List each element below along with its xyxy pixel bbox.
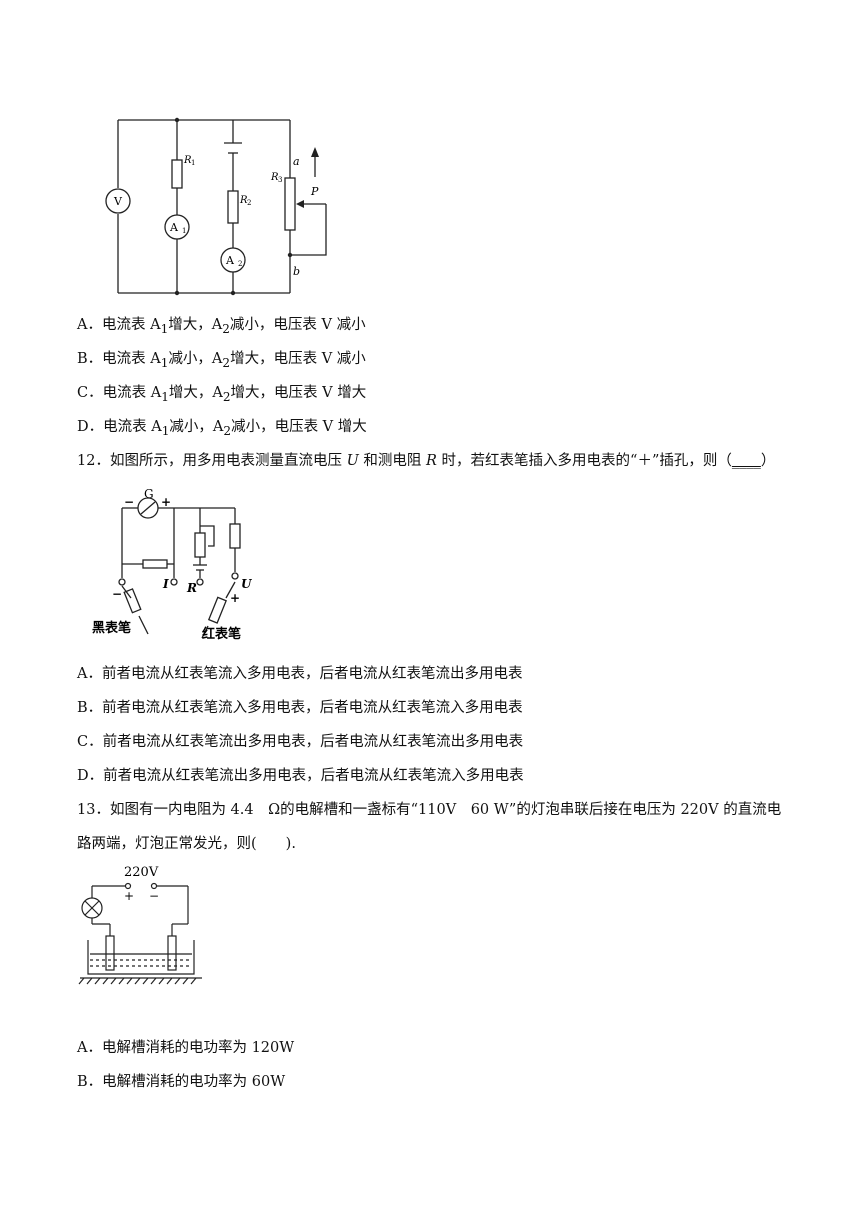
circuit-figure-1: V A 1 A 2 R 1 R 2 R 3 a b P xyxy=(105,117,327,296)
q13-option-b: B．电解槽消耗的电功率为 60W xyxy=(77,1074,286,1090)
q12-option-d: D．前者电流从红表笔流出多用电表，后者电流从红表笔流入多用电表 xyxy=(77,768,524,784)
minus-top-label: − xyxy=(124,495,134,509)
ammeter-a2-label: A xyxy=(225,254,235,267)
q11-option-d: D．电流表 A1减小，A2减小，电压表 V 增大 xyxy=(77,419,367,438)
ammeter-a2-sub: 2 xyxy=(238,260,242,268)
q12-option-a: A．前者电流从红表笔流入多用电表，后者电流从红表笔流出多用电表 xyxy=(77,666,523,682)
slider-p-label: P xyxy=(310,185,319,198)
resistance-terminal-label: R xyxy=(186,581,197,595)
voltage-terminal-label: U xyxy=(241,577,253,591)
q12-option-b: B．前者电流从红表笔流入多用电表，后者电流从红表笔流入多用电表 xyxy=(77,700,523,716)
resistor-r2-label: R xyxy=(239,195,248,206)
q13-stem-line1: 13．如图有一内电阻为 4.4 Ω的电解槽和一盏标有“110V 60 W”的灯泡… xyxy=(77,802,782,818)
resistor-r1-label: R xyxy=(183,155,192,166)
q11-option-c: C．电流表 A1增大，A2增大，电压表 V 增大 xyxy=(77,385,367,404)
terminal-b-label: b xyxy=(293,265,300,278)
plus-terminal-label: + xyxy=(124,889,134,903)
ammeter-a1-sub: 1 xyxy=(182,227,186,235)
resistor-r3-sub: 3 xyxy=(278,176,282,184)
plus-top-label: + xyxy=(161,495,171,509)
q11-option-a: A．电流表 A1增大，A2减小，电压表 V 减小 xyxy=(77,317,366,336)
q13-option-a: A．电解槽消耗的电功率为 120W xyxy=(77,1040,295,1056)
electrolytic-cell-figure: 220V + − xyxy=(78,865,202,985)
q12-option-c: C．前者电流从红表笔流出多用电表，后者电流从红表笔流出多用电表 xyxy=(77,734,524,750)
terminal-a-label: a xyxy=(293,155,300,168)
plus-right-label: + xyxy=(230,591,240,605)
black-pen-label: 黑表笔 xyxy=(92,620,131,636)
resistor-r1-sub: 1 xyxy=(191,159,195,167)
minus-terminal-label: − xyxy=(149,889,159,903)
galvanometer-label: G xyxy=(144,487,154,501)
multimeter-figure: G − + I R U − + 黑表笔 红表笔 xyxy=(92,487,253,642)
ammeter-a1-label: A xyxy=(169,221,179,234)
resistor-r2-sub: 2 xyxy=(247,199,251,207)
red-pen-label: 红表笔 xyxy=(202,626,241,642)
current-terminal-label: I xyxy=(162,577,169,591)
q11-option-b: B．电流表 A1减小，A2增大，电压表 V 减小 xyxy=(77,351,366,370)
voltage-label: 220V xyxy=(124,865,159,880)
voltmeter-label: V xyxy=(113,195,123,208)
resistor-r3-label: R xyxy=(270,172,279,183)
q13-stem-line2: 路两端，灯泡正常发光，则( ). xyxy=(77,836,296,852)
q12-stem: 12．如图所示，用多用电表测量直流电压 U 和测电阻 R 时，若红表笔插入多用电… xyxy=(77,453,776,469)
minus-left-label: − xyxy=(112,587,122,601)
